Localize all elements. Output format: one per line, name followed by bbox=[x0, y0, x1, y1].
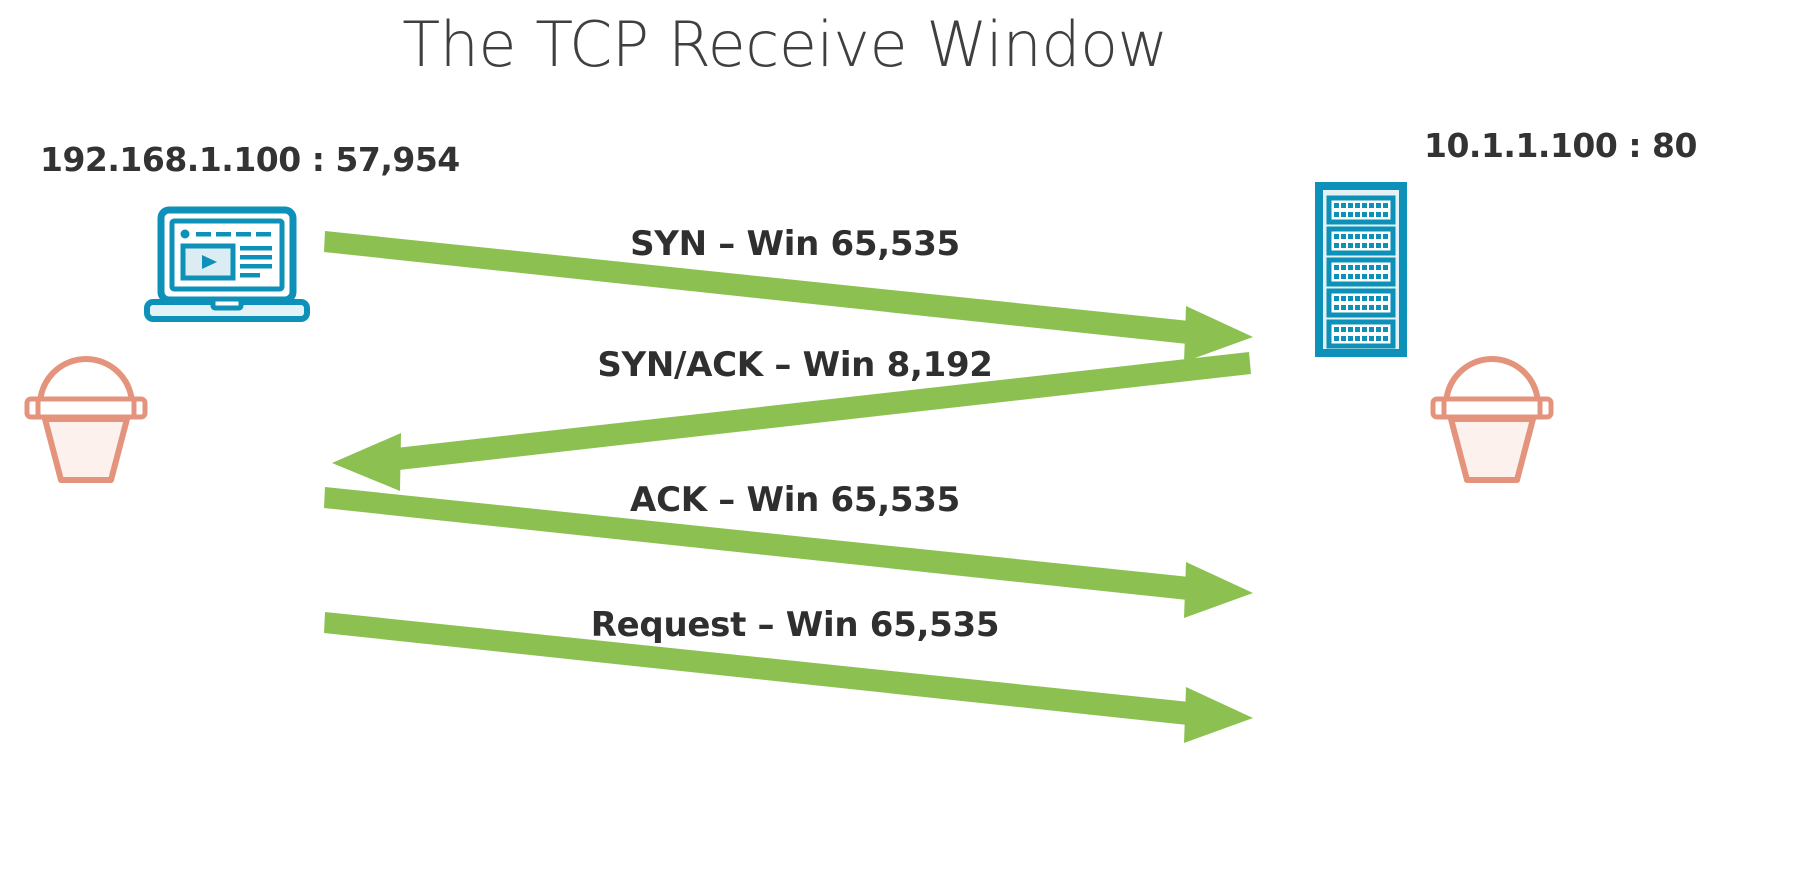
flow-label-syn-ack: SYN/ACK – Win 8,192 bbox=[597, 345, 993, 385]
flow-label-request: Request – Win 65,535 bbox=[590, 605, 1000, 645]
client-address-label: 192.168.1.100 : 57,954 bbox=[40, 140, 460, 179]
flow-label-syn: SYN – Win 65,535 bbox=[630, 224, 960, 264]
flow-arrow-syn bbox=[324, 231, 1253, 362]
flow-arrow-ack bbox=[324, 487, 1253, 618]
flow-arrow-request bbox=[324, 612, 1253, 743]
server-address-label: 10.1.1.100 : 80 bbox=[1424, 126, 1697, 165]
bucket-icon bbox=[22, 333, 150, 488]
page-title: The TCP Receive Window bbox=[402, 8, 1168, 81]
server-rack-icon bbox=[1315, 182, 1407, 357]
bucket-icon bbox=[1428, 333, 1556, 488]
flow-label-ack: ACK – Win 65,535 bbox=[630, 480, 960, 520]
flow-arrow-syn-ack bbox=[332, 352, 1251, 491]
laptop-icon bbox=[143, 206, 311, 326]
